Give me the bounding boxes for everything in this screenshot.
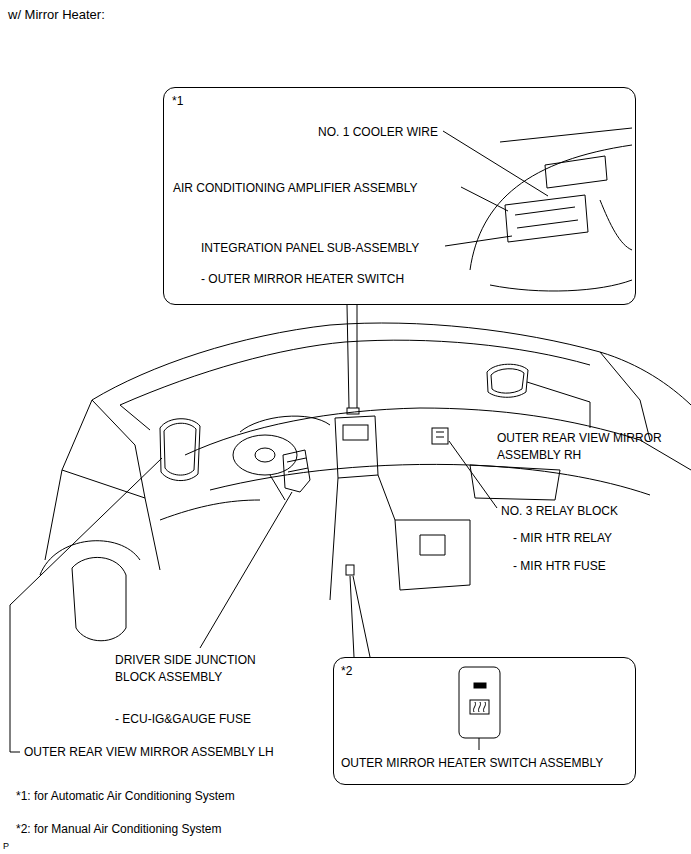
heater-switch-mark	[346, 565, 354, 575]
leader-line	[200, 492, 292, 648]
callout-box: *1NO. 1 COOLER WIRE AIR CONDITIONING AMPL…	[163, 87, 636, 305]
heater-symbol	[474, 702, 486, 712]
leader-line	[527, 382, 590, 428]
leader-line	[449, 441, 497, 508]
leader-line	[10, 458, 162, 752]
heading: w/ Mirror Heater:	[8, 6, 105, 25]
windshield-line	[120, 340, 590, 405]
note: *1: for Automatic Air Conditioning Syste…	[16, 788, 235, 805]
leader-line	[347, 305, 357, 408]
callout-number: *1	[172, 93, 183, 110]
part-name: OUTER REAR VIEW MIRROR ASSEMBLY LH	[24, 744, 274, 761]
center-stack	[335, 416, 378, 478]
part-name: - OUTER MIRROR HEATER SWITCH	[201, 271, 404, 288]
inset-dash	[470, 128, 632, 291]
note: *2: for Manual Air Conditioning System	[16, 821, 221, 838]
leader-line	[350, 576, 370, 657]
right-door	[600, 352, 650, 440]
part-name: OUTER MIRROR HEATER SWITCH ASSEMBLY	[341, 755, 603, 772]
switch-indicator	[474, 683, 486, 688]
roof-line	[92, 323, 691, 405]
relay-block	[432, 428, 448, 444]
part-name: OUTER REAR VIEW MIRROR ASSEMBLY RH	[497, 430, 687, 465]
amplifier-mark	[347, 408, 359, 414]
part-name: NO. 3 RELAY BLOCK	[501, 503, 618, 520]
leader-line	[443, 131, 548, 246]
part-name: - ECU-IG&GAUGE FUSE	[115, 711, 251, 728]
left-door	[45, 400, 160, 570]
vent	[343, 425, 368, 440]
figure-code: P	[3, 840, 9, 853]
part-name: - MIR HTR RELAY	[513, 530, 612, 547]
mirror-rh	[487, 364, 528, 397]
inset-panel	[505, 195, 588, 242]
dash-lower	[160, 500, 260, 520]
steering-wheel	[233, 435, 297, 475]
tire	[72, 557, 126, 640]
callout-number: *2	[341, 663, 352, 680]
steering-column	[270, 475, 285, 500]
a-pillar	[92, 400, 150, 445]
part-name: AIR CONDITIONING AMPLIFIER ASSEMBLY	[173, 180, 418, 197]
part-name: NO. 1 COOLER WIRE	[318, 124, 438, 141]
cluster-hood	[240, 416, 330, 432]
part-name: INTEGRATION PANEL SUB-ASSEMBLY	[201, 240, 419, 257]
part-name: DRIVER SIDE JUNCTION BLOCK ASSEMBLY	[115, 652, 293, 687]
dash-top	[185, 408, 691, 470]
console	[330, 475, 470, 600]
part-name: - MIR HTR FUSE	[513, 558, 606, 575]
mirror-lh	[160, 419, 200, 481]
steering-hub	[255, 448, 275, 462]
inset-screen	[545, 156, 607, 188]
glovebox	[470, 465, 560, 500]
relay-detail	[436, 432, 444, 437]
heater-symbol	[470, 700, 489, 714]
junction-block	[283, 450, 310, 492]
leader-line	[479, 738, 480, 750]
callout-box: *2OUTER MIRROR HEATER SWITCH ASSEMBLY	[333, 657, 636, 785]
switch-icon	[459, 667, 500, 738]
dash-edge	[210, 464, 650, 495]
